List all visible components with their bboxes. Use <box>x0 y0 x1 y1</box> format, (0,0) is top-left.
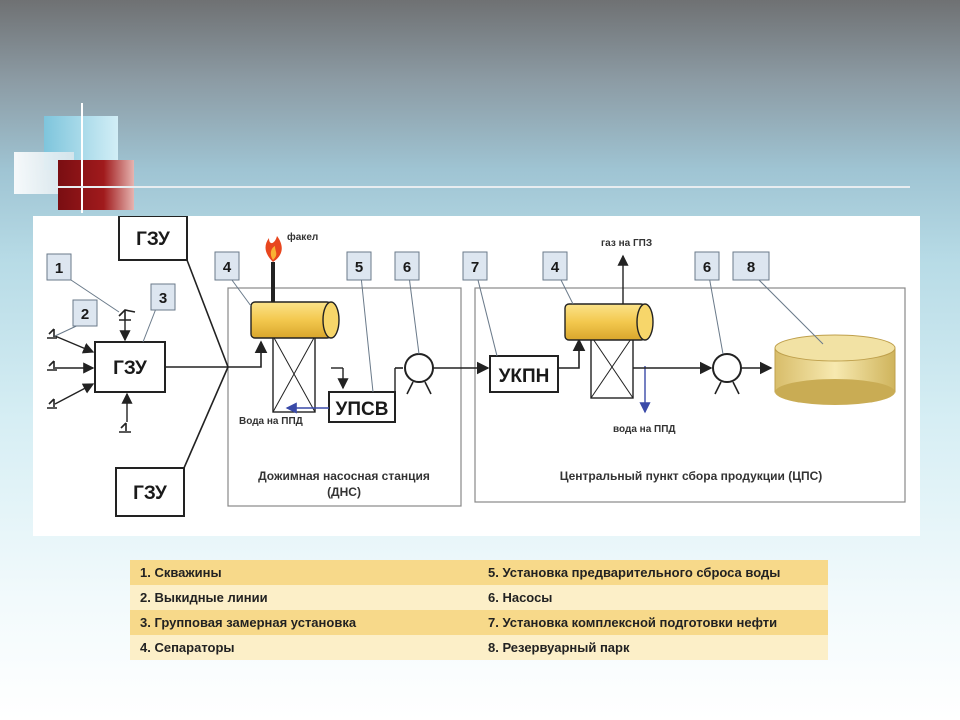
svg-text:2: 2 <box>81 306 89 323</box>
legend-item: 7. Установка комплексной подготовки нефт… <box>488 615 778 630</box>
upsv-box <box>328 391 396 423</box>
upsv-label: УПСВ <box>336 399 389 420</box>
svg-text:3: 3 <box>159 290 167 307</box>
legend-item: 5. Установка предварительного сброса вод… <box>488 565 781 580</box>
legend-row: 1. Скважины 5. Установка предварительног… <box>130 560 828 585</box>
callout-7: 7 <box>462 251 488 281</box>
callout-4a: 4 <box>214 251 240 281</box>
legend-item: 2. Выкидные линии <box>140 590 268 605</box>
flowlines-to-gzu <box>54 320 133 422</box>
callout-8: 8 <box>732 251 770 281</box>
legend-row: 3. Групповая замерная установка 7. Устан… <box>130 610 828 635</box>
separator-dns-pad-cross <box>272 335 316 413</box>
separator-dns-end <box>322 301 340 339</box>
ukpn-box <box>489 355 559 393</box>
callout-5: 5 <box>346 251 372 281</box>
diagram-panel: ГЗУ ГЗУ ГЗУ факел УПСВ Вода на П <box>33 216 920 536</box>
deco-square-red <box>58 160 134 210</box>
cps-title: Центральный пункт сбора продукции (ЦПС) <box>560 469 823 483</box>
gzu-box-top <box>118 216 188 261</box>
ukpn-label: УКПН <box>499 366 550 387</box>
separator-cps-pad-cross <box>590 335 634 399</box>
svg-text:5: 5 <box>355 259 363 276</box>
legend-item: 8. Резервуарный парк <box>488 640 630 655</box>
legend-item: 1. Скважины <box>140 565 222 580</box>
tank-top <box>774 334 896 362</box>
callout-3: 3 <box>150 283 176 311</box>
callout-leaders <box>54 275 824 393</box>
svg-text:4: 4 <box>551 259 560 276</box>
legend-item: 4. Сепараторы <box>140 640 235 655</box>
gzu-box-bottom <box>115 467 185 517</box>
callout-2: 2 <box>72 299 98 327</box>
svg-text:1: 1 <box>55 260 63 277</box>
dns-title-line2: (ДНС) <box>327 485 361 499</box>
legend-row: 4. Сепараторы 8. Резервуарный парк <box>130 635 828 660</box>
svg-text:4: 4 <box>223 259 232 276</box>
line-ukpn-to-sep <box>558 338 586 369</box>
callout-6b: 6 <box>694 251 720 281</box>
callout-1: 1 <box>46 253 72 281</box>
collector-lines <box>165 259 268 469</box>
separator-cps-end <box>636 303 654 341</box>
legend-item: 3. Групповая замерная установка <box>140 615 357 630</box>
flare-label: факел <box>287 231 318 243</box>
svg-text:6: 6 <box>703 259 711 276</box>
gzu-box-mid <box>94 341 166 393</box>
dns-title-line1: Дожимная насосная станция <box>258 469 430 483</box>
legend-table: 1. Скважины 5. Установка предварительног… <box>130 560 828 660</box>
dns-boundary <box>227 287 462 507</box>
gas-gpz-label: газ на ГПЗ <box>601 238 652 249</box>
gzu-label-top: ГЗУ <box>136 229 170 250</box>
title-decoration <box>14 103 910 213</box>
pump-dns-icon <box>404 353 434 383</box>
gzu-label-mid: ГЗУ <box>113 358 147 379</box>
tank-bottom <box>775 379 895 405</box>
gzu-label-bottom: ГЗУ <box>133 483 167 504</box>
legend-item: 6. Насосы <box>488 590 553 605</box>
callout-6a: 6 <box>394 251 420 281</box>
pump-cps-icon <box>712 353 742 383</box>
water-ppd-label-1: Вода на ППД <box>239 416 303 427</box>
separator-dns <box>250 301 332 339</box>
svg-text:8: 8 <box>747 259 755 276</box>
cps-boundary <box>474 287 906 503</box>
legend-row: 2. Выкидные линии 6. Насосы <box>130 585 828 610</box>
well-icons <box>47 309 136 433</box>
separator-cps <box>564 303 646 341</box>
callout-4b: 4 <box>542 251 568 281</box>
water-ppd-label-2: вода на ППД <box>613 424 676 435</box>
svg-text:7: 7 <box>471 259 479 276</box>
svg-text:6: 6 <box>403 259 411 276</box>
oil-gathering-flow-diagram: ГЗУ ГЗУ ГЗУ факел УПСВ Вода на П <box>46 216 906 517</box>
